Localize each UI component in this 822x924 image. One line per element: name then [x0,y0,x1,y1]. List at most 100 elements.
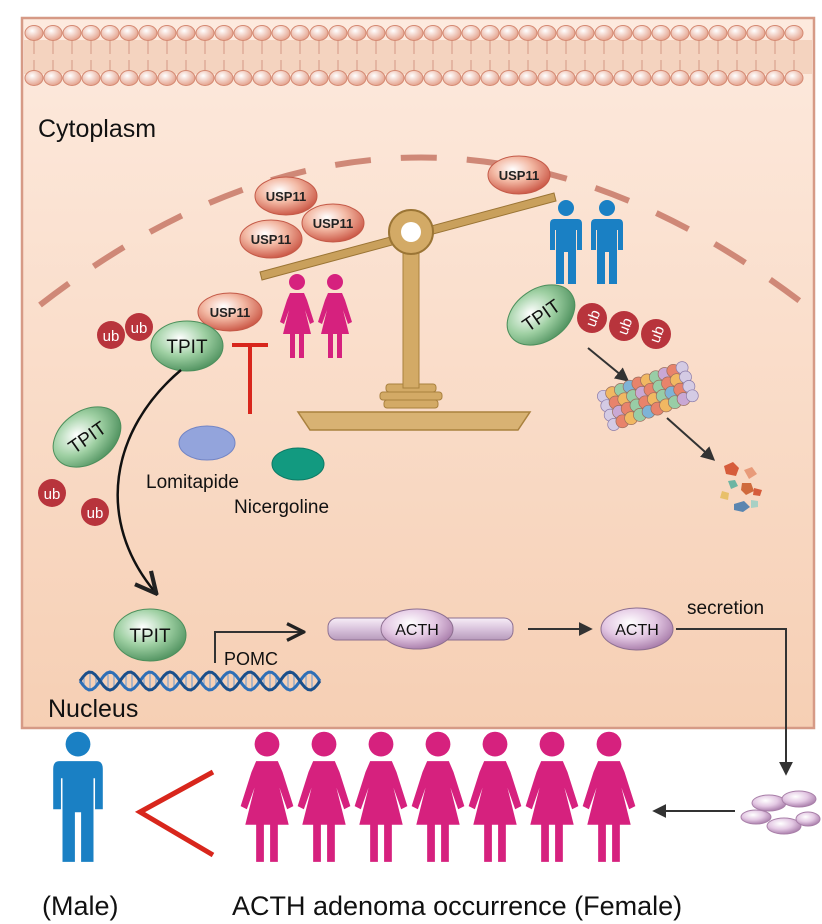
acth-label: ACTH [395,622,439,639]
ub-label: ub [87,505,104,522]
tpit-label: TPIT [129,626,171,647]
lipid-head [100,25,120,41]
usp11-label: USP11 [313,216,353,231]
lipid-head [176,25,196,41]
lipid-head [81,70,101,86]
lipid-head [62,70,82,86]
lipid-head [309,25,329,41]
lipid-head [157,70,177,86]
lipid-head [290,70,310,86]
lipid-head [43,70,63,86]
lipid-head [138,25,158,41]
cytoplasm-label: Cytoplasm [38,115,156,143]
lipid-head [195,70,215,86]
usp11-label: USP11 [210,305,250,320]
lipid-head [385,70,405,86]
lipid-head [233,25,253,41]
lipid-head [499,25,519,41]
female-figure [525,731,579,862]
female-figure [468,731,522,862]
lipid-head [233,70,253,86]
lipid-head [423,70,443,86]
lipid-head [366,70,386,86]
lipid-head [575,70,595,86]
peptide-fragments-icon [720,462,762,512]
tpit-label: TPIT [166,337,208,358]
female-figure [297,731,351,862]
membrane-inner-leaflet [24,60,804,86]
tpit-main [150,320,224,372]
lipid-head [271,25,291,41]
tpit-degraded: TPIT [506,284,576,346]
lipid-head [518,25,538,41]
lipid-head [100,70,120,86]
lipid-head [157,25,177,41]
degradation-arrow [666,417,716,461]
membrane-band [24,40,812,74]
usp11-label: USP11 [266,189,306,204]
transcription-arrow [214,632,302,663]
lipid-head [271,70,291,86]
nuclear-envelope [38,154,807,308]
secretion-label: secretion [687,598,764,619]
lipid-head [556,70,576,86]
less-than-symbol [134,769,215,858]
lipid-head [214,25,234,41]
nicergoline-label: Nicergoline [234,497,329,518]
ub-icon [97,321,125,349]
lipid-head [613,70,633,86]
female-figures-row [240,731,636,862]
lipid-head [309,70,329,86]
ub-label: ub [583,308,605,329]
ub-icon [81,498,109,526]
lipid-head [765,25,785,41]
lipid-head [727,25,747,41]
ub-icon [38,479,66,507]
lipid-head [670,25,690,41]
lipid-head [499,70,519,86]
ub-label: ub [647,324,669,345]
lipid-head [537,25,557,41]
lipid-head [423,25,443,41]
acth-label: ACTH [615,622,659,639]
lipid-head [214,70,234,86]
nicergoline-icon [271,447,325,481]
female-caption: ACTH adenoma occurrence (Female) [232,891,682,921]
lipid-head [556,25,576,41]
nucleus-label: Nucleus [48,695,138,723]
male-caption: (Male) [42,891,119,921]
lipid-head [670,70,690,86]
lipid-head [575,25,595,41]
female-figure [582,731,636,862]
female-figure [240,731,294,862]
lipid-head [480,70,500,86]
ub-label: ub [131,320,148,337]
lipid-head [328,70,348,86]
lipid-head [746,25,766,41]
lipid-head [43,25,63,41]
lomitapide-icon [178,425,236,461]
pomc-label: POMC [224,649,278,669]
lipid-head [81,25,101,41]
tpit-free: TPIT [52,406,122,468]
lipid-head [385,25,405,41]
lipid-head [689,25,709,41]
lipid-head [651,25,671,41]
lipid-head [480,25,500,41]
dna-helix-icon [78,670,322,692]
inhibition-symbol [232,343,268,414]
proteasome-subunit [685,389,699,403]
lipid-head [195,25,215,41]
lipid-head [461,70,481,86]
to-proteasome-arrow [587,347,630,382]
acth-precursor-domain [380,608,454,650]
ub-label: ub [615,316,637,337]
lipid-head [442,25,462,41]
secretion-arrow [676,628,793,776]
lipid-head [461,25,481,41]
lipid-head [765,70,785,86]
lipid-head [290,25,310,41]
lomitapide-label: Lomitapide [146,472,239,493]
lipid-head [119,25,139,41]
balance-scale [259,192,557,431]
